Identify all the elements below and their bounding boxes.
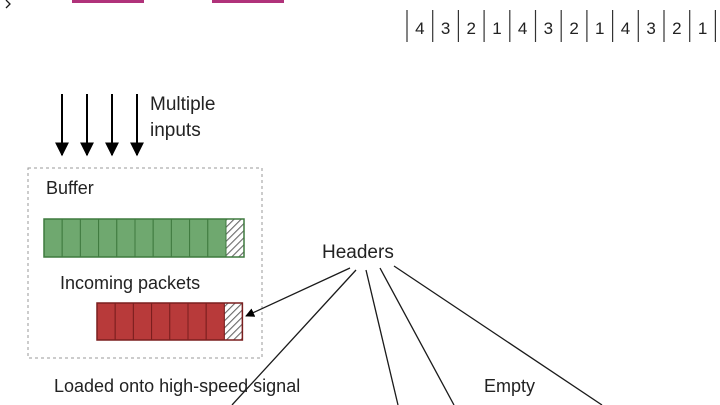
packet-cell	[205, 302, 225, 341]
packet-cell	[96, 302, 116, 341]
tdm-slot-label: 2	[569, 19, 578, 38]
loaded-label: Loaded onto high-speed signal	[54, 376, 300, 396]
red-packet-buffer	[96, 302, 244, 341]
magenta-bar-1	[72, 0, 144, 3]
tdm-slot-label: 3	[646, 19, 655, 38]
green-packet-buffer	[43, 218, 245, 258]
header-leader-line-3	[379, 267, 455, 405]
packet-cell	[116, 218, 136, 258]
buffer-label: Buffer	[46, 178, 94, 198]
packet-cell	[61, 218, 81, 258]
empty-label: Empty	[484, 376, 535, 396]
multiple-inputs-label-line2: inputs	[150, 120, 201, 141]
buffer-dashed-box	[27, 167, 263, 359]
packet-header-cell	[223, 302, 243, 341]
packet-cell	[98, 218, 118, 258]
packet-header-cell	[225, 218, 245, 258]
multiple-inputs-label-line1: Multiple	[150, 94, 215, 115]
tdm-slot-label: 1	[492, 19, 501, 38]
tdm-slot-label: 4	[518, 19, 527, 38]
packet-cell	[170, 218, 191, 258]
tdm-slot-label: 4	[415, 19, 424, 38]
tdm-slot-label: 1	[595, 19, 604, 38]
packet-outline	[43, 218, 245, 258]
incoming-packets-label: Incoming packets	[60, 273, 200, 293]
packet-cell	[114, 302, 134, 341]
tdm-slot-label: 1	[698, 19, 707, 38]
magenta-bar-2	[212, 0, 284, 3]
packet-cell	[187, 302, 207, 341]
header-leader-line-2	[365, 269, 399, 405]
packet-cell	[132, 302, 153, 341]
packet-outline	[96, 302, 244, 341]
input-arrows	[55, 94, 144, 157]
packet-cell	[151, 302, 171, 341]
packet-cell	[189, 218, 209, 258]
packet-cell	[134, 218, 154, 258]
packet-cell	[43, 218, 63, 258]
tdm-slot-label: 3	[441, 19, 450, 38]
packet-cell	[169, 302, 189, 341]
header-leader-line-1	[231, 269, 357, 405]
header-leader-arrow	[245, 267, 351, 317]
packet-cell	[79, 218, 100, 258]
packet-cell	[152, 218, 172, 258]
headers-label: Headers	[322, 242, 394, 263]
tdm-slot-label: 4	[621, 19, 630, 38]
header-leader-line-4	[393, 265, 603, 405]
cropped-arrow-fragment	[5, 0, 11, 9]
tdm-slot-label: 2	[467, 19, 476, 38]
tdm-slot-label: 2	[672, 19, 681, 38]
packet-cell	[207, 218, 227, 258]
tdm-slot-label: 3	[544, 19, 553, 38]
